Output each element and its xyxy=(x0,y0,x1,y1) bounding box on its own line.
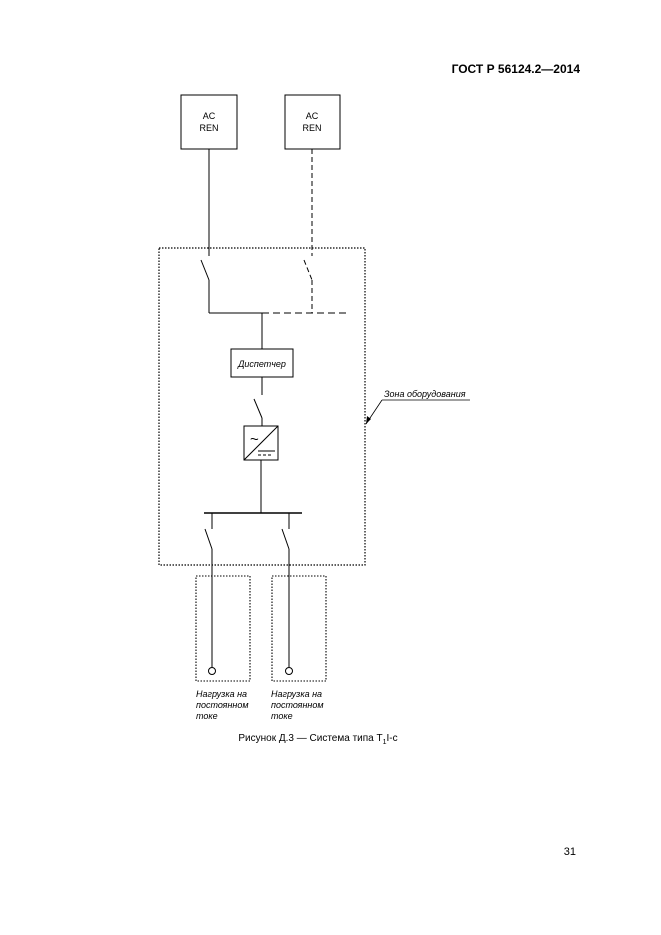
caption-suffix: I-c xyxy=(387,733,398,744)
ac-ren-source-1: AC REN xyxy=(180,94,238,150)
source-2-line2: REN xyxy=(302,123,321,133)
load-1-label: Нагрузка на постоянном токе xyxy=(196,689,249,721)
dispatcher-box: Диспетчер xyxy=(230,348,294,378)
converter-symbol: ~ xyxy=(243,425,279,461)
source-2-line1: AC xyxy=(306,111,319,121)
load-1-box xyxy=(195,575,251,682)
load-1-label-line3: токе xyxy=(196,711,218,721)
caption-subscript: 1 xyxy=(383,739,387,746)
load-2-label: Нагрузка на постоянном токе xyxy=(271,689,324,721)
source-1-line1: AC xyxy=(203,111,216,121)
document-header: ГОСТ Р 56124.2—2014 xyxy=(451,62,580,76)
source-2-line xyxy=(303,149,313,313)
source-1-line2: REN xyxy=(199,123,218,133)
zone-label: Зона оборудования xyxy=(365,389,470,425)
load-2-label-line1: Нагрузка на xyxy=(271,689,322,699)
load-1-label-line1: Нагрузка на xyxy=(196,689,247,699)
load-2-branch xyxy=(281,513,293,675)
zone-label-text: Зона оборудования xyxy=(384,389,466,399)
load-1-label-line2: постоянном xyxy=(196,700,249,710)
converter-ac-symbol: ~ xyxy=(250,431,259,448)
load-2-label-line3: токе xyxy=(271,711,293,721)
figure-caption: Рисунок Д.3 — Система типа Т1I-c xyxy=(238,733,397,746)
source-1-line xyxy=(200,149,210,313)
load-2-box xyxy=(271,575,327,682)
load-1-branch xyxy=(204,513,216,675)
page-number: 31 xyxy=(563,846,576,858)
equipment-zone-border xyxy=(158,247,366,566)
caption-prefix: Рисунок Д.3 — Система типа Т xyxy=(238,733,382,744)
load-2-label-line2: постоянном xyxy=(271,700,324,710)
dispatcher-to-converter xyxy=(253,377,263,426)
dispatcher-label: Диспетчер xyxy=(237,359,286,369)
ac-ren-source-2: AC REN xyxy=(284,94,341,150)
